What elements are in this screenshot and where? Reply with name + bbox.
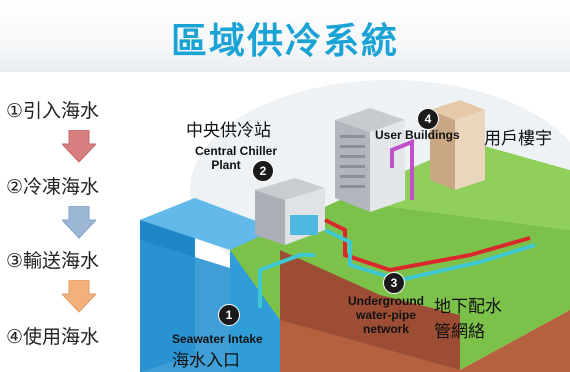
central-plant-en-line2: Plant [211,158,241,172]
plant-water-tank [290,215,318,235]
building-loop-pipe [390,139,414,200]
plant-roof [255,178,325,200]
sea-front-face [140,240,230,372]
plant-left [255,190,285,245]
seawater-intake-en-label: Seawater Intake [172,332,263,346]
central-plant-en-line1: Central Chiller [194,144,278,158]
supply-pipe [324,228,536,283]
intake-pipe [258,253,315,308]
step-3-arrow-icon [62,280,96,313]
step-3-label: ③輸送海水 [6,250,100,272]
soil-block [280,250,570,372]
soil-face [280,250,460,370]
pipe-network-en-line2: water-pipe [355,308,416,322]
user-buildings-cn-label: 用戶樓宇 [484,129,552,149]
pipe-network-number-badge: 3 [383,272,405,294]
page-title: 區域供冷系統 [170,21,399,62]
pipe-network-cn-line2: 管網絡 [434,322,485,342]
office-windows [340,135,365,188]
user-buildings-en-label: User Buildings [375,128,460,142]
user-buildings-number-badge: 4 [417,108,439,130]
step-4-label: ④使用海水 [6,326,100,348]
pipe-network-cn-label: 地下配水 管網絡 [434,292,502,342]
title-banner: 區域供冷系統 [0,0,570,72]
central-plant-en-label: Central Chiller Plant [188,144,284,172]
central-plant-number-badge: 2 [252,160,274,182]
step-2-arrow-icon [62,206,96,239]
district-cooling-diagram [140,80,570,372]
seawater-intake-cn-label: 海水入口 [172,351,240,371]
seawater-intake-number-badge: 1 [218,304,240,326]
tower-roof [430,100,485,120]
return-pipe [324,218,531,273]
office-front [370,120,405,212]
tower-left [430,110,455,190]
tower-front [455,110,485,190]
step-1-label: ①引入海水 [6,100,100,122]
pipe-network-en-label: Underground water-pipe network [344,294,428,336]
step-1-arrow-icon [62,130,96,163]
step-2-label: ②冷凍海水 [6,176,100,198]
central-plant-cn-label: 中央供冷站 [186,121,271,141]
pipe-network-en-line1: Underground [348,294,424,308]
sea-top [140,198,280,250]
pipe-network-cn-line1: 地下配水 [434,297,502,317]
pipe-network-en-line3: network [362,322,409,336]
